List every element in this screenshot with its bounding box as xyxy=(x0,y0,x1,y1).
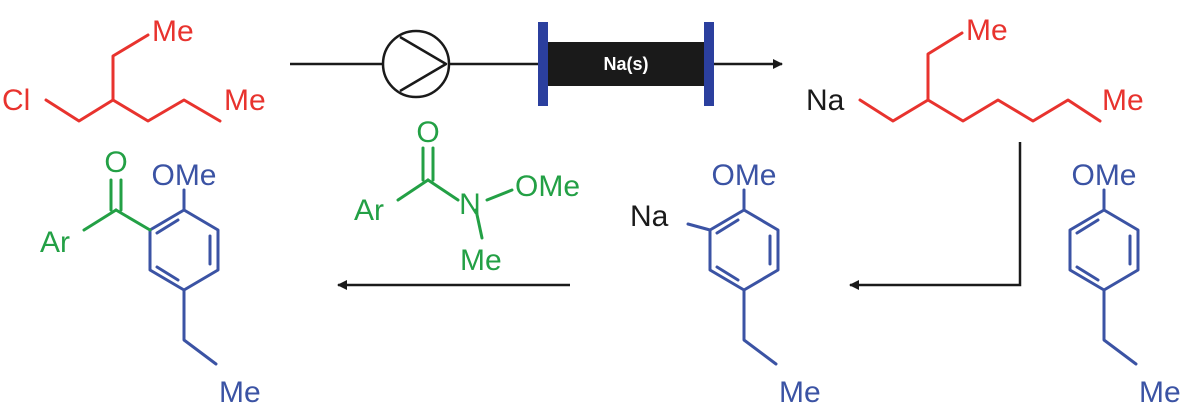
methyl-label-top: Me xyxy=(152,15,194,48)
methoxy-label: OMe xyxy=(151,159,216,192)
column-label: Na(s) xyxy=(603,54,648,74)
aryl-label: Ar xyxy=(40,226,70,259)
aryl-label: Ar xyxy=(354,194,384,227)
anisole-bonds xyxy=(1068,188,1140,366)
chloro-label: Cl xyxy=(2,84,30,117)
product-ring-bonds xyxy=(148,188,220,366)
sodium-label: Na xyxy=(630,200,669,233)
anisole-molecule: OMe Me xyxy=(1068,159,1181,409)
methyl-label-right: Me xyxy=(1102,84,1144,117)
organosodium-bonds xyxy=(858,31,1102,123)
methyl-label-top: Me xyxy=(966,14,1008,47)
product-acyl-bonds xyxy=(82,178,152,232)
methoxy-label: OMe xyxy=(711,159,776,192)
sodium-label: Na xyxy=(806,84,845,117)
reactant-molecule: Cl Me Me xyxy=(2,15,266,123)
aryl-sodium-bonds xyxy=(686,188,780,366)
sodium-column xyxy=(544,42,708,86)
product-molecule: O Ar OMe Me xyxy=(40,146,261,409)
methyl-label: Me xyxy=(219,376,261,409)
weinreb-amide-molecule: O Ar N OMe Me xyxy=(354,116,580,277)
flow-setup: Na(s) xyxy=(290,22,783,106)
methoxy-label: OMe xyxy=(1071,159,1136,192)
pump-icon xyxy=(381,29,451,99)
organosodium-molecule: Na Me Me xyxy=(806,14,1144,123)
methoxy-label: OMe xyxy=(515,170,580,203)
reactant-bonds xyxy=(44,33,222,123)
methyl-label: Me xyxy=(460,244,502,277)
metalation-arrow xyxy=(849,142,1022,290)
nitrogen-label: N xyxy=(459,188,481,221)
column-end-cap-left xyxy=(538,22,548,106)
weinreb-amide-bonds xyxy=(396,146,514,240)
carbonyl-oxygen-label: O xyxy=(104,146,127,179)
carbonyl-oxygen-label: O xyxy=(416,116,439,149)
column-end-cap-right xyxy=(704,22,714,106)
aryl-sodium-molecule: OMe Na Me xyxy=(630,159,821,409)
methyl-label-right: Me xyxy=(224,84,266,117)
methyl-label: Me xyxy=(1139,376,1181,409)
methyl-label: Me xyxy=(779,376,821,409)
